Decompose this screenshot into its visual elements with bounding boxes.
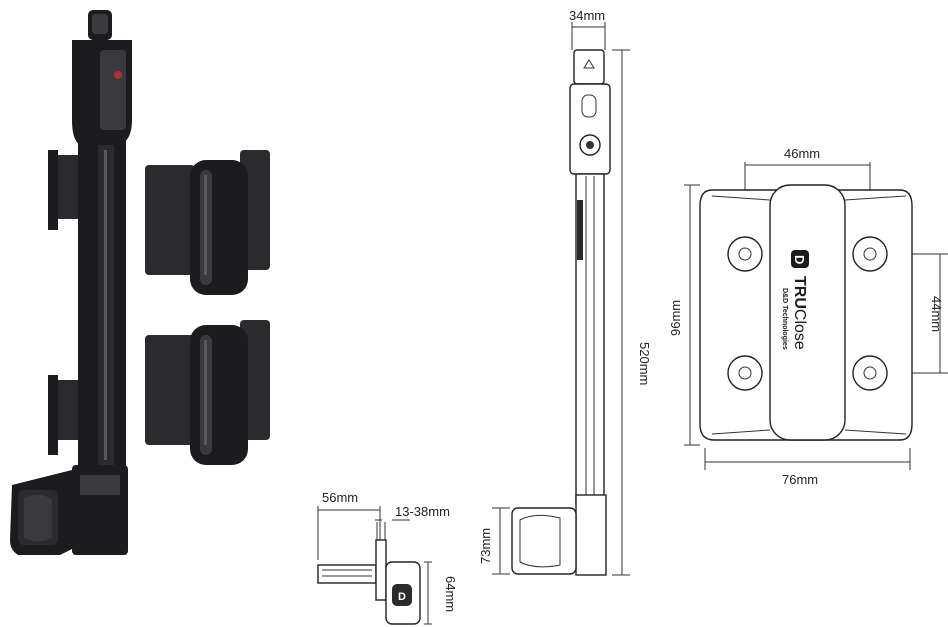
hinge-product-photo-top [145, 150, 270, 295]
brand-close: Close [791, 309, 808, 350]
brand-logo: D TRUClose D&D Technologies [781, 250, 809, 350]
hinge-product-photo-bottom [145, 320, 270, 465]
dim-top-width: 34mm [569, 8, 605, 23]
mounting-plate-drawing [684, 162, 948, 470]
latch-product-photo [10, 10, 132, 555]
side-view-drawing: D [317, 506, 432, 625]
brand-logo-letter: D [792, 255, 807, 264]
brand-tru: TRU [791, 276, 808, 309]
svg-text:TRUClose: TRUClose [791, 276, 808, 350]
dim-gap-range: 13-38mm [395, 504, 450, 519]
dim-bracket-height: 73mm [478, 528, 493, 564]
dim-side-height: 64mm [443, 576, 458, 612]
front-view-drawing [492, 22, 630, 576]
dim-length: 520mm [637, 342, 652, 385]
svg-text:D: D [398, 591, 406, 603]
dim-hole-spacing-h: 46mm [784, 146, 820, 161]
dim-side-depth: 56mm [322, 490, 358, 505]
dim-plate-width: 76mm [782, 472, 818, 487]
dim-plate-height: 96mm [668, 300, 683, 336]
dim-hole-spacing-v: 44mm [929, 296, 944, 332]
brand-maker: D&D Technologies [781, 288, 788, 350]
